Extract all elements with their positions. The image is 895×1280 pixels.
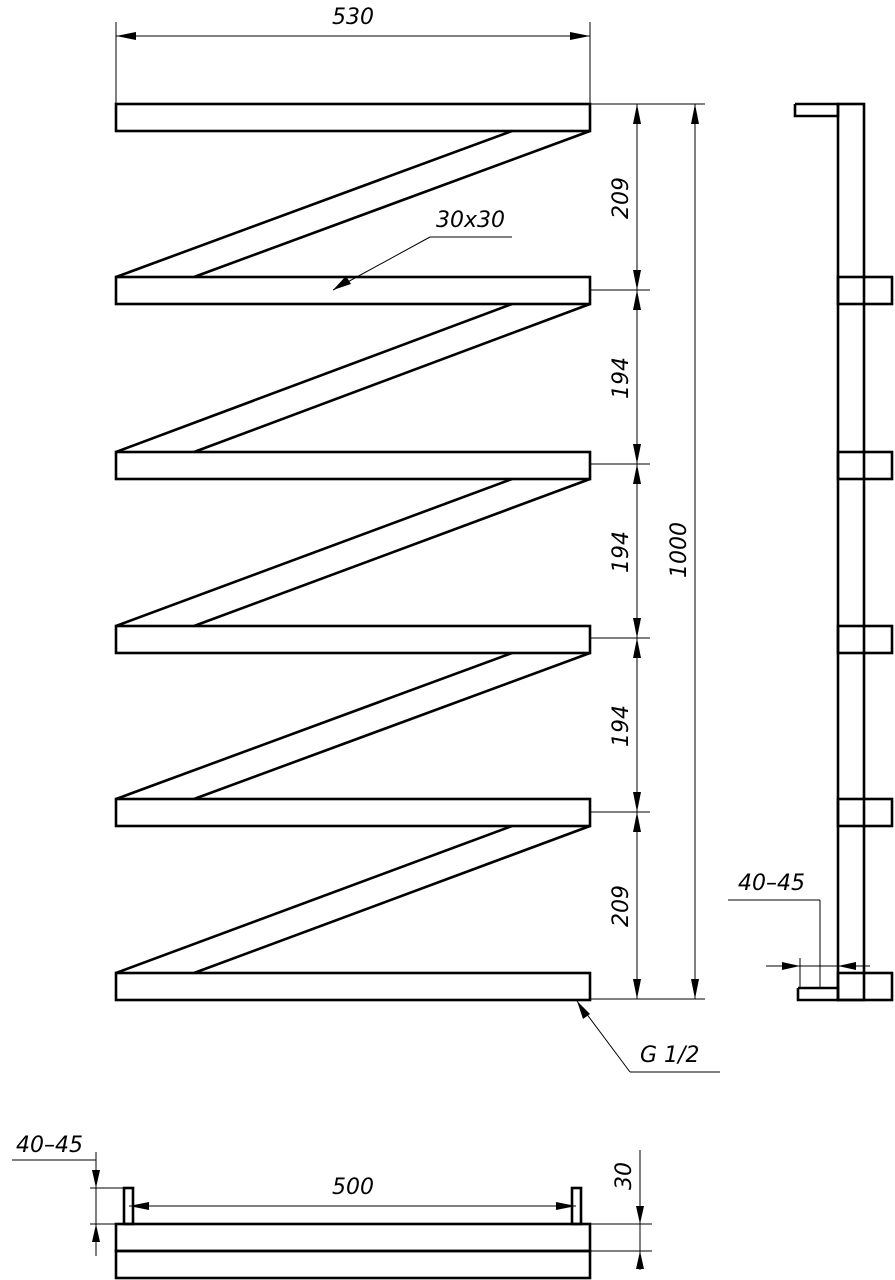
bar-1 — [114, 102, 592, 133]
thread-callout: G 1/2 — [576, 1000, 720, 1073]
spacing-2-label: 194 — [609, 357, 634, 399]
bar-5 — [114, 797, 592, 828]
spacing-3-label: 194 — [609, 531, 634, 573]
bottom-view — [114, 1186, 592, 1280]
overall-width-label: 530 — [332, 5, 374, 30]
dimension-depth: 30 — [590, 1150, 652, 1270]
front-view — [114, 102, 592, 1002]
dimension-side-offset: 40–45 — [728, 871, 870, 988]
dimension-bottom-offset: 40–45 — [12, 1133, 126, 1256]
diagonal-5 — [115, 824, 591, 975]
dimension-overall-width: 530 — [115, 5, 591, 104]
depth-label: 30 — [612, 1162, 637, 1190]
dimension-spacings: 209 194 194 194 209 — [609, 104, 641, 999]
bar-4 — [114, 624, 592, 655]
side-view — [793, 102, 894, 1002]
overall-height-label: 1000 — [667, 522, 692, 578]
spacing-extension-lines — [590, 103, 705, 1000]
bar-6 — [114, 971, 592, 1002]
dimension-overall-height: 1000 — [667, 104, 699, 999]
diagonal-3 — [115, 477, 591, 628]
spacing-top-label: 209 — [609, 177, 634, 219]
diagonal-2 — [115, 302, 591, 454]
profile-callout: 30x30 — [332, 208, 512, 291]
dimension-center-distance: 500 — [129, 1175, 576, 1210]
profile-label: 30x30 — [436, 208, 505, 233]
bar-2 — [114, 275, 592, 306]
bar-3 — [114, 450, 592, 481]
diagonal-4 — [115, 651, 591, 801]
bottom-offset-label: 40–45 — [16, 1133, 83, 1158]
center-distance-label: 500 — [332, 1175, 374, 1200]
thread-label: G 1/2 — [640, 1043, 699, 1068]
diagonal-1 — [115, 129, 591, 279]
side-offset-label: 40–45 — [738, 871, 805, 896]
spacing-bottom-label: 209 — [609, 885, 634, 927]
spacing-4-label: 194 — [609, 705, 634, 747]
